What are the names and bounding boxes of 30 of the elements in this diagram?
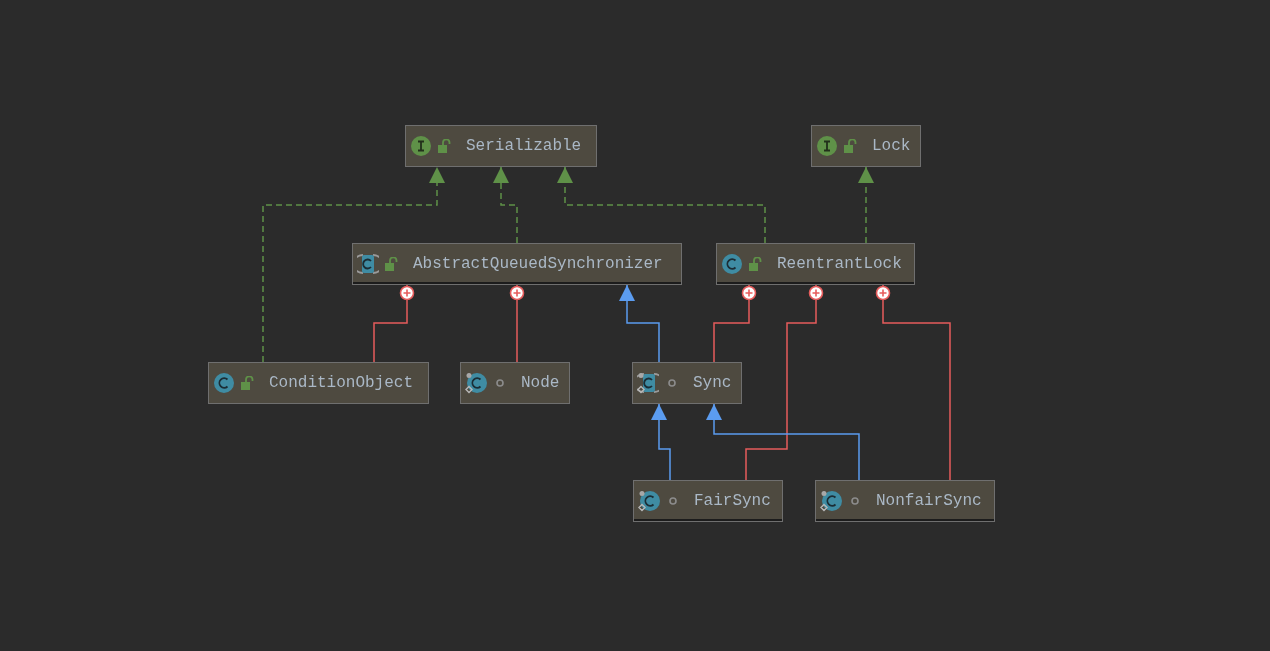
interface-box — [405, 125, 597, 167]
class-box — [633, 480, 783, 522]
dashed-arrow — [557, 166, 766, 244]
nesting-connector — [745, 284, 824, 481]
nesting-connector — [509, 284, 525, 363]
dashed-arrow — [262, 166, 445, 363]
class-box — [460, 362, 570, 404]
arrow — [706, 403, 860, 481]
interface-box — [811, 125, 921, 167]
class-name: ConditionObject — [269, 375, 414, 391]
class-box — [352, 243, 682, 285]
arrow — [619, 284, 660, 363]
dashed-arrow — [858, 166, 874, 244]
class-name: Serializable — [466, 138, 582, 154]
class-name: ReentrantLock — [777, 256, 902, 272]
class-name: AbstractQueuedSynchronizer — [413, 256, 663, 272]
class-box — [632, 362, 742, 404]
class-name: Lock — [872, 138, 911, 154]
class-name: NonfairSync — [876, 493, 982, 509]
class-name: Node — [521, 375, 560, 391]
dashed-arrow — [493, 166, 518, 244]
class-name: FairSync — [694, 493, 771, 509]
nesting-connector — [713, 284, 757, 363]
nesting-connector — [875, 284, 951, 481]
class-box — [716, 243, 915, 285]
nesting-connector — [373, 284, 415, 363]
class-box — [208, 362, 429, 404]
arrow — [651, 403, 671, 481]
class-name: Sync — [693, 375, 732, 391]
class-box — [815, 480, 995, 522]
